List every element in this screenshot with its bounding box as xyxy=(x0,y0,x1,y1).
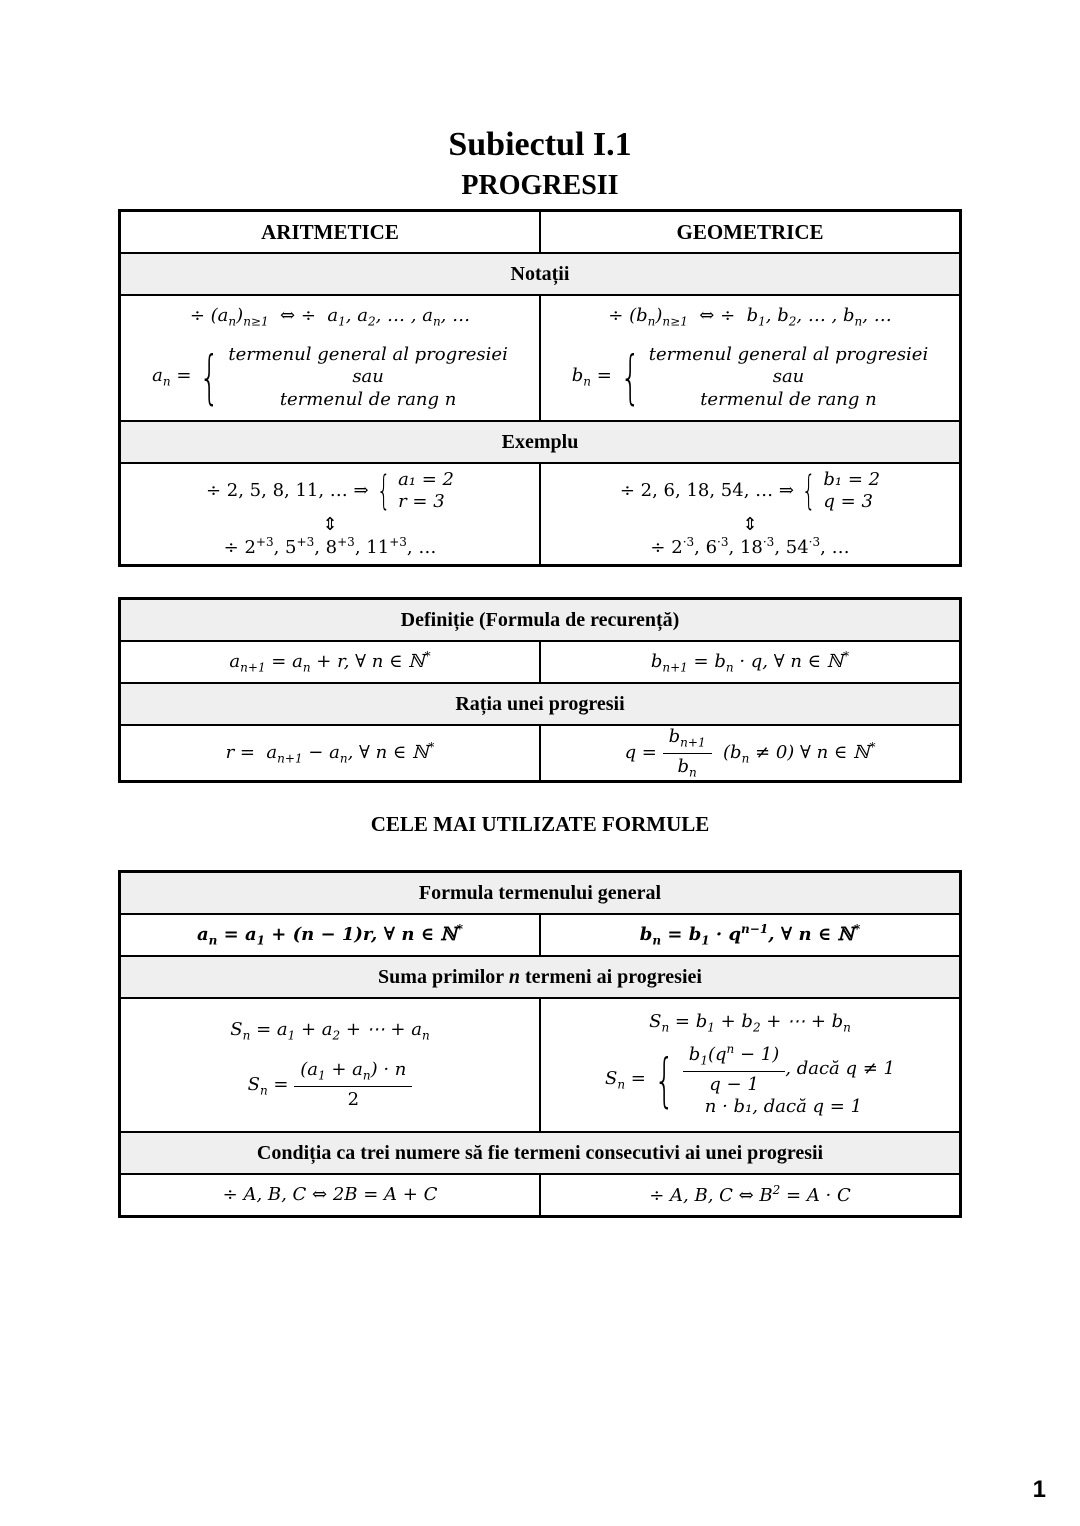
header-geometrice: GEOMETRICE xyxy=(539,209,962,254)
condition-geometric: ÷ A, B, C ⇔ B2 = A · C xyxy=(539,1173,962,1218)
example-arithmetic-seq: ÷ 2, 5, 8, 11, … ⇒ xyxy=(205,480,369,501)
section-notatii: Notații xyxy=(118,252,962,296)
general-term-definition-left: an ={ termenul general al progresiei sau… xyxy=(152,343,508,412)
case-q-eq-1: n · b₁, dacă q = 1 xyxy=(704,1096,863,1118)
example-arithmetic: ÷ 2, 5, 8, 11, … ⇒ { a₁ = 2 r = 3 ⇕ ÷ 2+… xyxy=(118,462,541,567)
equivalence-arrow: ⇕ xyxy=(742,513,758,534)
general-term-arithmetic: an = a1 + (n − 1)r, ∀ n ∈ ℕ* xyxy=(118,913,541,957)
example-geometric: ÷ 2, 6, 18, 54, … ⇒ { b₁ = 2 q = 3 ⇕ ÷ 2… xyxy=(539,462,962,567)
general-term-line1: termenul general al progresiei xyxy=(228,343,508,365)
section-exemplu: Exemplu xyxy=(118,420,962,464)
header-aritmetice: ARITMETICE xyxy=(118,209,541,254)
general-term-geometric: bn = b1 · qn−1, ∀ n ∈ ℕ* xyxy=(539,913,962,957)
section-heading: CELE MAI UTILIZATE FORMULE xyxy=(370,812,710,836)
general-term-line3: termenul de rang n xyxy=(700,388,877,410)
notation-geometric-seq: ÷ (bn)n≥1 ⇔ ÷ b1, b2, … , bn, … xyxy=(608,304,892,329)
page-subtitle: PROGRESII xyxy=(461,170,619,201)
general-term-line2: sau xyxy=(772,366,805,388)
recurrence-geometric: bn+1 = bn · q, ∀ n ∈ ℕ* xyxy=(539,640,962,684)
section-ratia: Rația unei progresii xyxy=(118,682,962,726)
page-number: 1 xyxy=(1032,1476,1046,1503)
recurrence-arithmetic: an+1 = an + r, ∀ n ∈ ℕ* xyxy=(118,640,541,684)
condition-arithmetic: ÷ A, B, C ⇔ 2B = A + C xyxy=(118,1173,541,1218)
notations-table: ARITMETICE GEOMETRICE Notații ÷ (an)n≥1 … xyxy=(118,209,962,567)
example-r: r = 3 xyxy=(398,491,445,513)
sum-geometric: Sn = b1 + b2 + ⋯ + bn Sn ={ b1(qn − 1)q … xyxy=(539,997,962,1133)
sum-geometric-expanded: Sn = b1 + b2 + ⋯ + bn xyxy=(649,1011,851,1035)
case-q-neq-1: , dacă q ≠ 1 xyxy=(785,1058,895,1080)
example-b1: b₁ = 2 xyxy=(823,468,881,490)
example-q: q = 3 xyxy=(823,491,873,513)
section-suma: Suma primilor n termeni ai progresiei xyxy=(118,955,962,999)
section-formula-general: Formula termenului general xyxy=(118,870,962,915)
ratio-arithmetic: r = an+1 − an, ∀ n ∈ ℕ* xyxy=(118,724,541,783)
section-conditia: Condiția ca trei numere să fie termeni c… xyxy=(118,1131,962,1175)
notation-arithmetic: ÷ (an)n≥1 ⇔ ÷ a1, a2, … , an, … an ={ te… xyxy=(118,294,541,422)
example-geometric-seq: ÷ 2, 6, 18, 54, … ⇒ xyxy=(619,480,794,501)
example-geometric-notation: ÷ 2·3, 6·3, 18·3, 54·3, … xyxy=(650,534,850,558)
sum-arithmetic: Sn = a1 + a2 + ⋯ + an Sn = (a1 + an) · n… xyxy=(118,997,541,1133)
section-definitie: Definiție (Formula de recurență) xyxy=(118,597,962,642)
definition-table: Definiție (Formula de recurență) an+1 = … xyxy=(118,597,962,784)
equivalence-arrow: ⇕ xyxy=(322,513,338,534)
general-term-line3: termenul de rang n xyxy=(279,388,457,410)
formulas-table: Formula termenului general an = a1 + (n … xyxy=(118,870,962,1218)
sum-geometric-formula: Sn ={ b1(qn − 1)q − 1, dacă q ≠ 1 n · b₁… xyxy=(605,1042,895,1118)
general-term-definition-right: bn ={ termenul general al progresiei sau… xyxy=(571,343,929,412)
notation-arithmetic-seq: ÷ (an)n≥1 ⇔ ÷ a1, a2, … , an, … xyxy=(189,304,471,329)
general-term-line1: termenul general al progresiei xyxy=(648,343,929,365)
example-arithmetic-notation: ÷ 2+3, 5+3, 8+3, 11+3, … xyxy=(223,534,437,558)
page-title: Subiectul I.1 xyxy=(448,126,632,163)
notation-geometric: ÷ (bn)n≥1 ⇔ ÷ b1, b2, … , bn, … bn ={ te… xyxy=(539,294,962,422)
sum-arithmetic-expanded: Sn = a1 + a2 + ⋯ + an xyxy=(230,1018,430,1043)
example-a1: a₁ = 2 xyxy=(398,468,455,490)
general-term-line2: sau xyxy=(352,366,384,388)
